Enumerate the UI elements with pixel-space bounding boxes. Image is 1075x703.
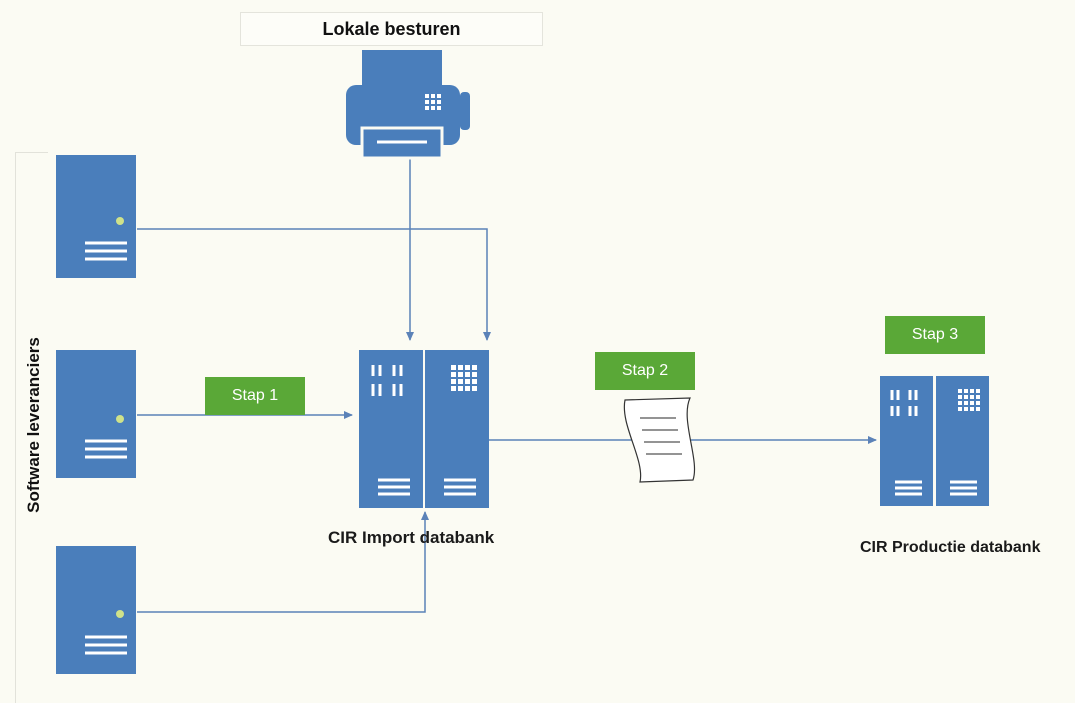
server3-to-import-connector <box>137 511 429 613</box>
step-2-badge: Stap 2 <box>595 352 695 390</box>
cir-import-database-icon <box>359 350 489 508</box>
supplier-server-1-icon <box>56 155 136 278</box>
supplier-server-2-icon <box>56 350 136 478</box>
fax-machine-icon <box>346 50 470 160</box>
supplier-server-3-icon <box>56 546 136 674</box>
step-1-badge: Stap 1 <box>205 377 305 415</box>
step-3-badge: Stap 3 <box>885 316 985 354</box>
cir-production-database-label: CIR Productie databank <box>860 539 1041 556</box>
cir-import-database-label: CIR Import databank <box>328 528 495 547</box>
cir-production-database-icon <box>880 376 989 506</box>
server1-to-import-connector <box>137 228 491 341</box>
software-suppliers-group <box>15 152 48 703</box>
scroll-document-icon <box>623 397 696 483</box>
local-governments-title: Lokale besturen <box>240 12 543 46</box>
